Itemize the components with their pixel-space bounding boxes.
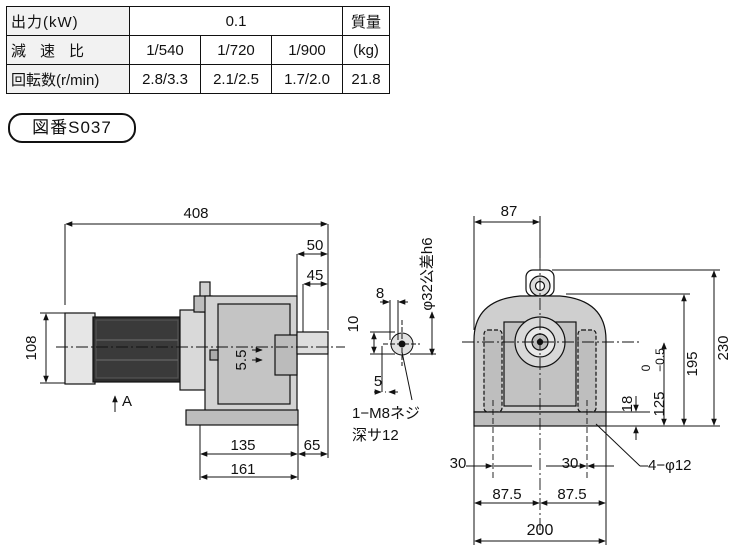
tap-label-line1: 1−M8ネジ [352, 405, 420, 422]
spec-row-speed: 回転数(r/min) 2.8/3.3 2.1/2.5 1.7/2.0 21.8 [6, 64, 390, 94]
front-dimensions [466, 216, 720, 545]
tap-label-line2: 深サ12 [352, 427, 399, 444]
side-view [56, 281, 345, 426]
ratio-cell: 1/900 [271, 35, 343, 65]
dim-87-5-left: 87.5 [492, 486, 521, 503]
front-dimension-labels: 87 230 195 0 −0.5 125 18 4−φ12 30 30 87.… [450, 203, 732, 539]
arrow-a-label: A [122, 393, 132, 410]
speed-label: 回転数(r/min) [6, 64, 130, 94]
spec-table: 出力(kW) 0.1 質量 減速比 1/540 1/720 1/900 (kg)… [6, 6, 390, 94]
dim-161: 161 [230, 461, 255, 478]
ratio-label: 減速比 [6, 35, 130, 65]
side-dimensions [40, 221, 329, 480]
output-label: 出力(kW) [6, 6, 130, 36]
dim-30-right: 30 [562, 455, 579, 472]
speed-cell: 2.8/3.3 [129, 64, 201, 94]
spec-row-output: 出力(kW) 0.1 質量 [6, 6, 390, 36]
shaft-end-labels: 8 10 5 φ32公差h6 1−M8ネジ 深サ12 [345, 237, 436, 444]
speed-cell: 2.1/2.5 [200, 64, 272, 94]
dim-50: 50 [307, 237, 324, 254]
figure-number-badge: 図番S037 [8, 113, 136, 143]
dim-230: 230 [715, 335, 732, 360]
dim-10: 10 [345, 316, 362, 333]
dim-8: 8 [376, 285, 384, 302]
dim-408: 408 [183, 205, 208, 222]
output-value: 0.1 [129, 6, 343, 36]
shaft-diameter-label: φ32公差h6 [419, 237, 436, 310]
tol-upper: 0 [639, 364, 653, 371]
ratio-cell: 1/720 [200, 35, 272, 65]
mass-value: 21.8 [342, 64, 390, 94]
mass-label: 質量 [342, 6, 390, 36]
tol-lower: −0.5 [653, 348, 667, 372]
speed-cell: 1.7/2.0 [271, 64, 343, 94]
dim-65: 65 [304, 437, 321, 454]
mass-unit: (kg) [342, 35, 390, 65]
dim-30-left: 30 [450, 455, 467, 472]
dim-5: 5 [374, 373, 382, 390]
dim-5-5: 5.5 [233, 350, 250, 371]
dim-18: 18 [619, 396, 636, 413]
output-shaft [296, 331, 329, 355]
dim-135: 135 [230, 437, 255, 454]
dim-125: 125 [651, 391, 668, 416]
shaft-end-detail [370, 299, 436, 401]
dim-45: 45 [307, 267, 324, 284]
holes-label: 4−φ12 [648, 457, 692, 474]
gear-housing [185, 295, 299, 426]
dim-195: 195 [684, 351, 701, 376]
dim-87-5-right: 87.5 [557, 486, 586, 503]
side-dimension-labels: 408 50 45 108 5.5 A 135 161 65 [23, 205, 323, 478]
dim-108: 108 [23, 335, 40, 360]
motor-body [64, 281, 213, 391]
dim-87: 87 [501, 203, 518, 220]
spec-row-ratio: 減速比 1/540 1/720 1/900 (kg) [6, 35, 390, 65]
front-view [462, 258, 640, 538]
dim-200: 200 [527, 522, 554, 539]
